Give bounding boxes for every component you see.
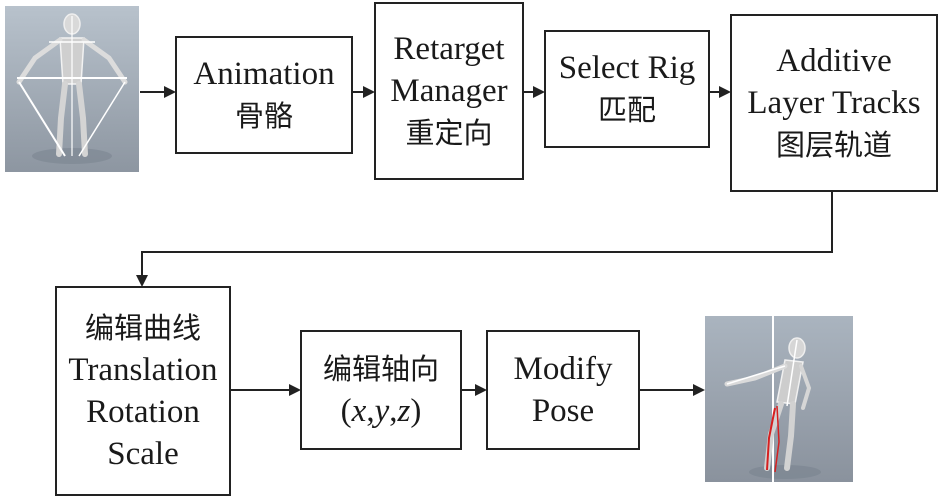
translation-label: Translation (68, 351, 218, 388)
modified-pose-image (705, 316, 853, 482)
pose-label: Pose (531, 393, 595, 429)
axis-x: x (351, 392, 367, 429)
axis-y: y (374, 392, 390, 429)
axis-coordinates: (x,y,z) (340, 392, 422, 429)
axis-z: z (397, 392, 411, 429)
t-pose-rig-image (5, 6, 139, 172)
additive-layer-tracks-box: Additive Layer Tracks 图层轨道 (730, 14, 938, 192)
rotation-label: Rotation (86, 393, 200, 430)
retarget-manager-box: Retarget Manager 重定向 (374, 2, 524, 180)
select-rig-box: Select Rig 匹配 (544, 30, 710, 148)
edit-axis-box: 编辑轴向 (x,y,z) (300, 330, 462, 450)
animation-box: Animation 骨骼 (175, 36, 353, 154)
scale-label: Scale (107, 436, 179, 473)
retarget-label: Retarget (393, 30, 505, 67)
additive-label: Additive (776, 42, 892, 79)
additive-cjk-label: 图层轨道 (775, 128, 892, 163)
modify-label: Modify (513, 350, 613, 387)
manager-label: Manager (390, 72, 508, 109)
edit-curve-cjk-label: 编辑曲线 (84, 310, 201, 345)
layer-tracks-label: Layer Tracks (747, 84, 921, 121)
retarget-cjk-label: 重定向 (405, 116, 493, 151)
select-rig-cjk-label: 匹配 (597, 93, 656, 128)
animation-cjk-label: 骨骼 (234, 99, 293, 134)
select-rig-label: Select Rig (558, 49, 696, 86)
edit-axis-cjk-label: 编辑轴向 (322, 351, 439, 386)
edit-curve-box: 编辑曲线 Translation Rotation Scale (55, 286, 231, 496)
arrow-additive-to-edit-curve (136, 192, 833, 287)
modify-pose-box: Modify Pose (486, 330, 640, 450)
animation-label: Animation (193, 55, 335, 92)
